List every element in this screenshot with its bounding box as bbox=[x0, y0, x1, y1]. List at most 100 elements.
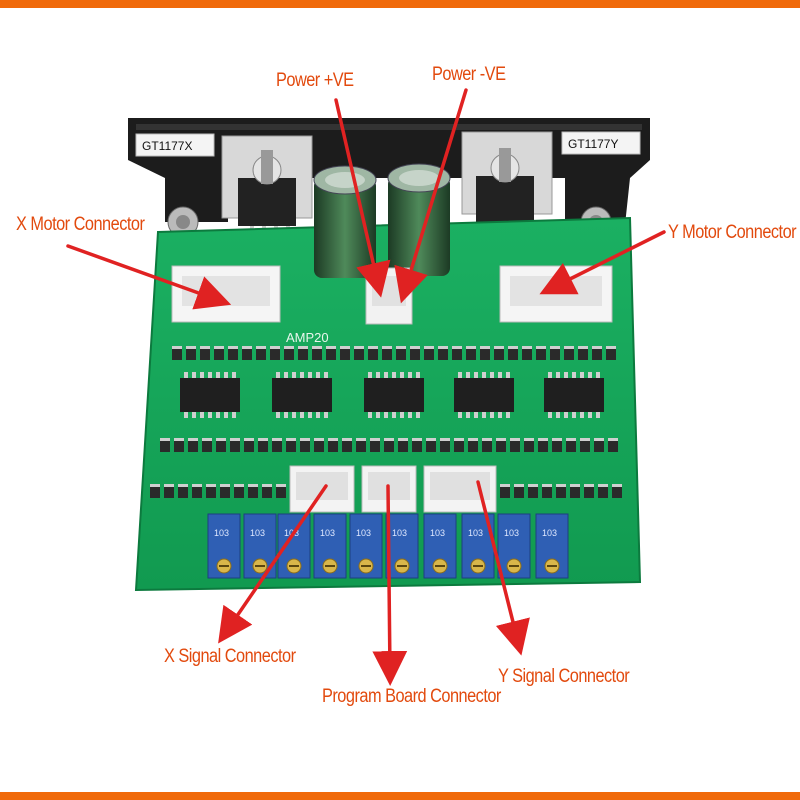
smd-resistor bbox=[496, 438, 506, 452]
smd-resistor bbox=[328, 438, 338, 452]
chip-pin bbox=[556, 412, 560, 418]
smd-pad bbox=[398, 438, 408, 441]
smd-pad bbox=[578, 346, 588, 349]
smd-pad bbox=[482, 438, 492, 441]
chip-pin bbox=[498, 412, 502, 418]
smd-resistor bbox=[150, 484, 160, 498]
smd-pad bbox=[192, 484, 202, 487]
smd-resistor bbox=[258, 438, 268, 452]
smd-resistor bbox=[312, 346, 322, 360]
smd-resistor bbox=[508, 346, 518, 360]
smd-resistor bbox=[480, 346, 490, 360]
y-motor-label: Y Motor Connector bbox=[668, 222, 797, 243]
smd-pad bbox=[606, 346, 616, 349]
smd-pad bbox=[262, 484, 272, 487]
arrow-x-motor bbox=[66, 244, 232, 310]
chip-pin bbox=[384, 412, 388, 418]
smd-pad bbox=[300, 438, 310, 441]
chip-pin bbox=[408, 372, 412, 378]
smd-pad bbox=[592, 346, 602, 349]
smd-pad bbox=[382, 346, 392, 349]
smd-resistor bbox=[174, 438, 184, 452]
right-chip-label-plate bbox=[561, 131, 641, 155]
smd-resistor bbox=[438, 346, 448, 360]
chip-pin bbox=[208, 412, 212, 418]
smd-pad bbox=[542, 484, 552, 487]
smd-component-rows bbox=[150, 346, 622, 498]
arrow-y-motor bbox=[539, 230, 666, 295]
smd-pad bbox=[270, 346, 280, 349]
smd-resistor bbox=[326, 346, 336, 360]
smd-resistor bbox=[220, 484, 230, 498]
chip-pin bbox=[564, 412, 568, 418]
smd-pad bbox=[468, 438, 478, 441]
smd-pad bbox=[220, 484, 230, 487]
smd-resistor bbox=[300, 438, 310, 452]
smd-pad bbox=[438, 346, 448, 349]
smd-pad bbox=[412, 438, 422, 441]
chip-pin bbox=[588, 372, 592, 378]
smd-resistor bbox=[424, 346, 434, 360]
smd-pad bbox=[566, 438, 576, 441]
silkscreen-title: AMP20 bbox=[286, 330, 329, 345]
chip-pin bbox=[276, 412, 280, 418]
smd-pad bbox=[244, 438, 254, 441]
smd-resistor bbox=[230, 438, 240, 452]
chip-pin bbox=[216, 412, 220, 418]
chip-pin bbox=[200, 372, 204, 378]
smd-pad bbox=[216, 438, 226, 441]
smd-resistor bbox=[368, 346, 378, 360]
smd-resistor bbox=[552, 438, 562, 452]
chip-pin bbox=[184, 412, 188, 418]
smd-pad bbox=[440, 438, 450, 441]
chip-pin bbox=[308, 412, 312, 418]
trimpot-code: 103 bbox=[542, 528, 557, 538]
chip-pin bbox=[498, 372, 502, 378]
smd-resistor bbox=[594, 438, 604, 452]
smd-resistor bbox=[206, 484, 216, 498]
smd-pad bbox=[286, 438, 296, 441]
chip-pin bbox=[200, 412, 204, 418]
smd-resistor bbox=[270, 346, 280, 360]
smd-pad bbox=[202, 438, 212, 441]
smd-pad bbox=[424, 346, 434, 349]
smd-resistor bbox=[550, 346, 560, 360]
chip-pin bbox=[316, 372, 320, 378]
arrow-program-board bbox=[372, 484, 408, 686]
smd-pad bbox=[256, 346, 266, 349]
smd-pad bbox=[354, 346, 364, 349]
chip-pin bbox=[482, 372, 486, 378]
trimpot-code: 103 bbox=[392, 528, 407, 538]
chip-pin bbox=[224, 372, 228, 378]
smd-resistor bbox=[584, 484, 594, 498]
chip-pin bbox=[208, 372, 212, 378]
smd-resistor bbox=[228, 346, 238, 360]
soic-chip bbox=[180, 378, 240, 412]
x-motor-label: X Motor Connector bbox=[16, 214, 145, 235]
smd-resistor bbox=[284, 346, 294, 360]
trimpot-code: 103 bbox=[356, 528, 371, 538]
smd-resistor bbox=[564, 346, 574, 360]
smd-pad bbox=[584, 484, 594, 487]
smd-pad bbox=[500, 484, 510, 487]
chip-pin bbox=[580, 372, 584, 378]
arrow-x-signal bbox=[218, 484, 328, 644]
smd-resistor bbox=[528, 484, 538, 498]
smd-pad bbox=[234, 484, 244, 487]
top-border bbox=[0, 0, 800, 8]
smd-pad bbox=[230, 438, 240, 441]
x-signal-label: X Signal Connector bbox=[164, 646, 296, 667]
x-motor-connector bbox=[171, 265, 281, 323]
smd-resistor bbox=[384, 438, 394, 452]
smd-resistor bbox=[510, 438, 520, 452]
smd-resistor bbox=[342, 438, 352, 452]
smd-pad bbox=[356, 438, 366, 441]
smd-pad bbox=[160, 438, 170, 441]
smd-pad bbox=[570, 484, 580, 487]
smd-pad bbox=[480, 346, 490, 349]
smd-resistor bbox=[466, 346, 476, 360]
chip-pin bbox=[284, 412, 288, 418]
smd-pad bbox=[328, 438, 338, 441]
chip-pin bbox=[392, 412, 396, 418]
smd-resistor bbox=[452, 346, 462, 360]
